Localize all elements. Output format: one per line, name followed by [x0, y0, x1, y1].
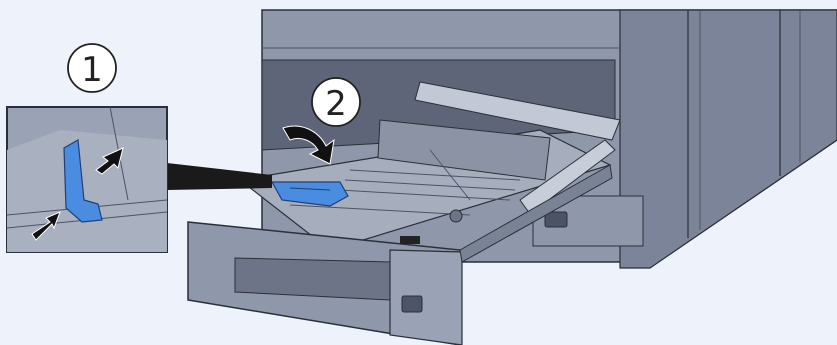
callout-pointer: [167, 163, 272, 190]
step-2-number: 2: [325, 84, 347, 124]
step-1-badge: 1: [68, 44, 116, 92]
tray-clip: [400, 236, 420, 244]
front-handle-icon: [402, 296, 422, 312]
side-handle-icon: [545, 212, 567, 227]
detail-inset: [7, 107, 167, 252]
step-2-badge: 2: [312, 78, 360, 126]
step-1-number: 1: [81, 50, 103, 90]
